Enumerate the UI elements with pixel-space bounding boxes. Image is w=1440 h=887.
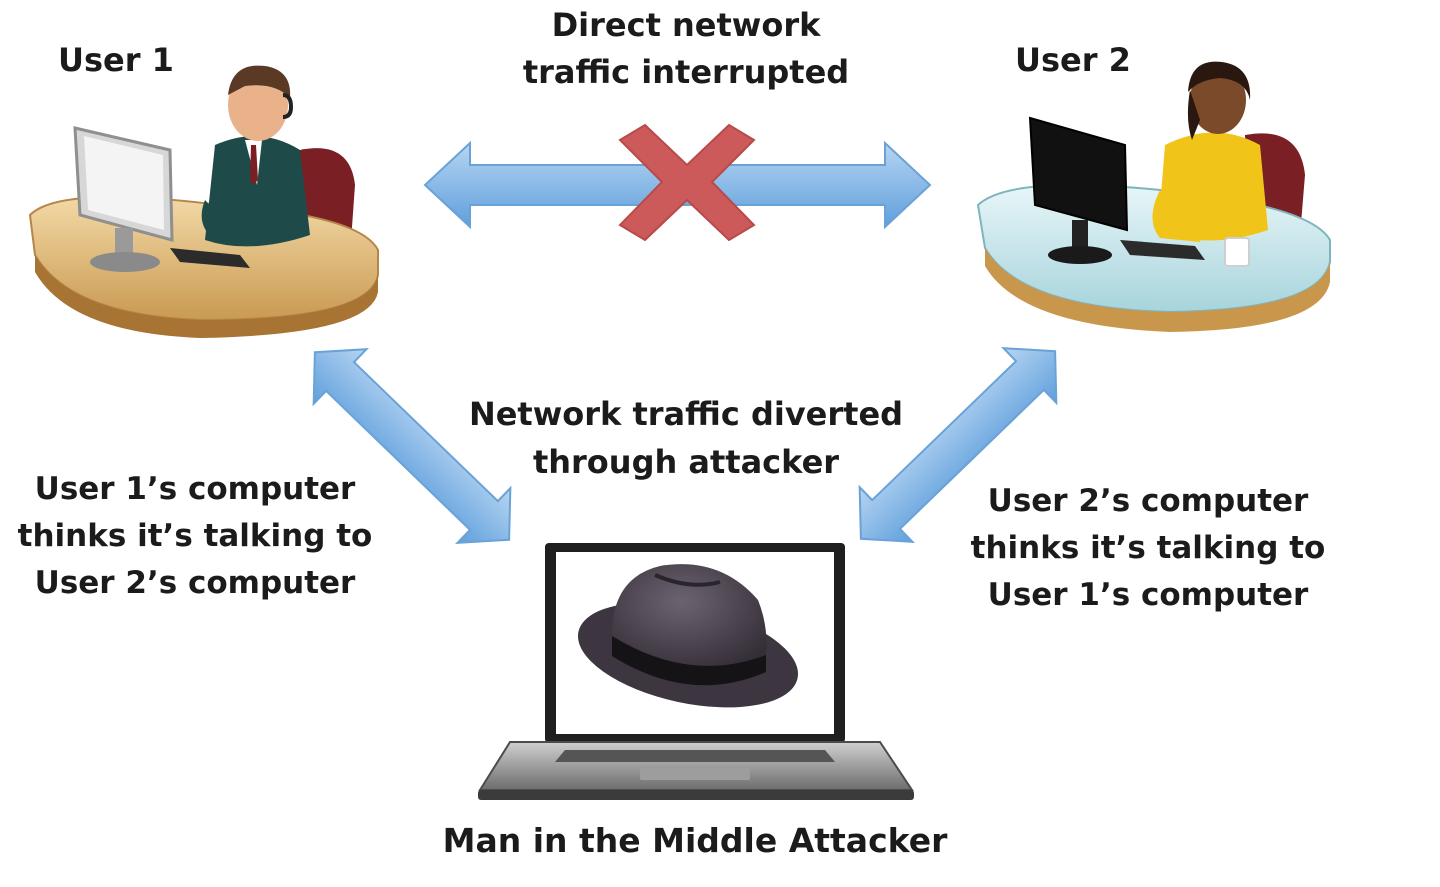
attacker-label-text: Man in the Middle Attacker xyxy=(442,821,948,860)
user1-attacker-arrow xyxy=(312,348,512,544)
user2-workstation-icon xyxy=(976,61,1331,332)
user1-note-line2: thinks it’s talking to xyxy=(17,518,373,555)
diverted-traffic-label: Network traffic diverted through attacke… xyxy=(446,390,926,486)
user2-note: User 2’s computer thinks it’s talking to… xyxy=(968,478,1328,619)
user1-workstation-icon xyxy=(28,65,379,338)
attacker-label: Man in the Middle Attacker xyxy=(400,818,990,864)
user1-note-line3: User 2’s computer xyxy=(34,565,356,602)
user2-note-line2: thinks it’s talking to xyxy=(970,530,1326,567)
user1-label-text: User 1 xyxy=(58,41,174,79)
user2-note-line1: User 2’s computer xyxy=(987,483,1309,519)
diverted-traffic-label-line1: Network traffic diverted xyxy=(468,395,904,433)
x-cross-icon xyxy=(618,123,756,242)
direct-link-label-line1: Direct network xyxy=(551,6,821,44)
user2-attacker-arrow xyxy=(858,347,1058,543)
direct-link-label: Direct network traffic interrupted xyxy=(486,2,886,97)
user2-label: User 2 xyxy=(1015,38,1131,83)
user1-note: User 1’s computer thinks it’s talking to… xyxy=(15,466,375,607)
user1-note-line1: User 1’s computer xyxy=(34,471,356,507)
user1-label: User 1 xyxy=(58,38,174,83)
diverted-traffic-label-line2: through attacker xyxy=(532,443,840,481)
direct-link-label-line2: traffic interrupted xyxy=(522,53,850,92)
user2-label-text: User 2 xyxy=(1015,41,1131,79)
user2-note-line3: User 1’s computer xyxy=(987,577,1309,614)
fedora-hat-icon xyxy=(577,564,799,708)
